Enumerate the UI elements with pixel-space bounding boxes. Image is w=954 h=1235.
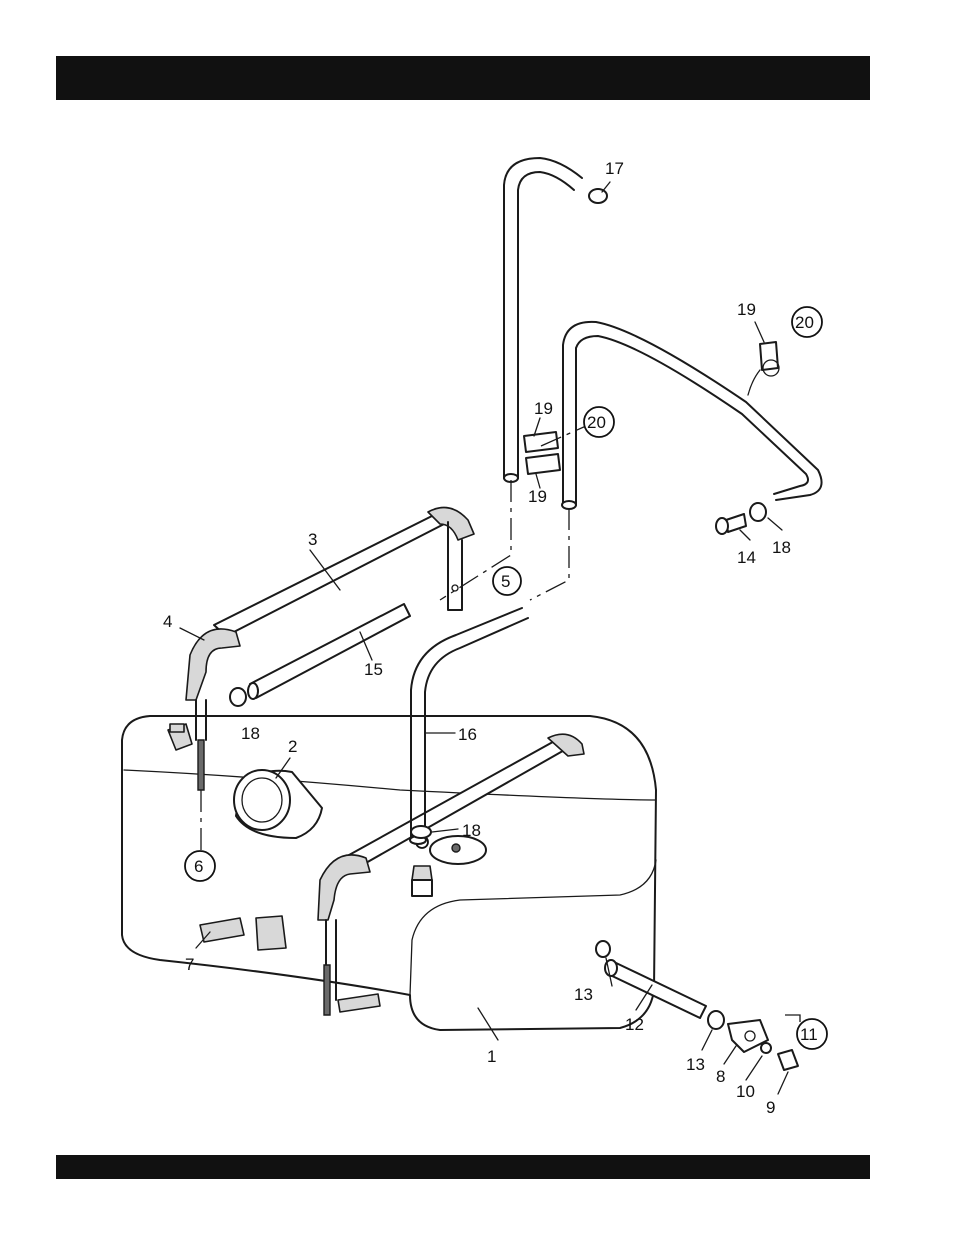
callout-15: 15 bbox=[364, 660, 383, 679]
callout-2: 2 bbox=[288, 737, 297, 756]
callout-5: 5 bbox=[501, 572, 510, 591]
callout-10: 10 bbox=[736, 1082, 755, 1101]
callout-20-right: 20 bbox=[795, 313, 814, 332]
callout-14: 14 bbox=[737, 548, 756, 567]
callout-13-lower: 13 bbox=[686, 1055, 705, 1074]
callout-19-upper: 19 bbox=[534, 399, 553, 418]
callout-20-left: 20 bbox=[587, 413, 606, 432]
callout-19-lower: 19 bbox=[528, 487, 547, 506]
callout-3: 3 bbox=[308, 530, 317, 549]
callout-6: 6 bbox=[194, 857, 203, 876]
callout-17: 17 bbox=[605, 159, 624, 178]
callout-18-center: 18 bbox=[462, 821, 481, 840]
callout-8: 8 bbox=[716, 1067, 725, 1086]
callout-13-upper: 13 bbox=[574, 985, 593, 1004]
callout-11: 11 bbox=[800, 1025, 818, 1044]
callout-18-right: 18 bbox=[772, 538, 791, 557]
callout-9: 9 bbox=[766, 1098, 775, 1117]
callout-16: 16 bbox=[458, 725, 477, 744]
callout-4: 4 bbox=[163, 612, 172, 631]
callout-19-right: 19 bbox=[737, 300, 756, 319]
callout-7: 7 bbox=[185, 955, 194, 974]
callout-1: 1 bbox=[487, 1047, 496, 1066]
callout-12: 12 bbox=[625, 1015, 644, 1034]
callout-18-left: 18 bbox=[241, 724, 260, 743]
hose-15 bbox=[248, 604, 410, 699]
